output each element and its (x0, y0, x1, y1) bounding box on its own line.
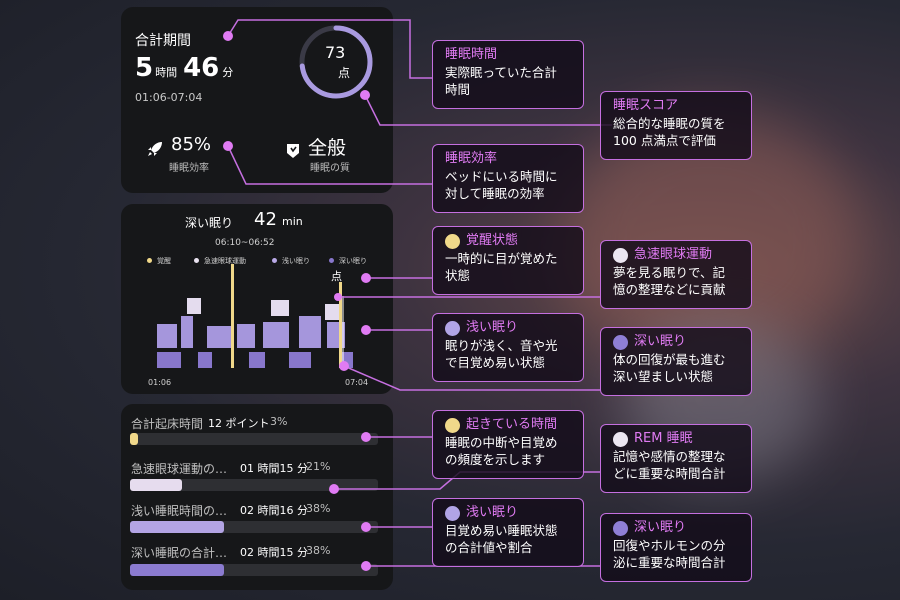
callout-light-total: 浅い眠り 目覚め易い睡眠状態 の合計値や割合 (432, 498, 584, 567)
chart-start-time: 01:06 (148, 378, 172, 387)
breakdown-label-rem: 急速眼球運動の… (131, 462, 228, 476)
callout-awake-state: 覚醒状態 一時的に目が覚めた 状態 (432, 226, 584, 295)
breakdown-bar-rem (130, 479, 378, 491)
light-segment (327, 322, 345, 348)
callout-light-sleep: 浅い眠り 眠りが浅く、音や光 で目覚め易い状態 (432, 313, 584, 382)
legend-deep: 深い眠り (329, 256, 367, 266)
breakdown-bar-awake (130, 433, 378, 445)
deep-segment (198, 352, 212, 368)
breakdown-value-light: 02 時間16 分 (240, 504, 308, 517)
legend-deep-swatch (329, 258, 334, 263)
sleep-score-value: 73 (325, 43, 346, 62)
breakdown-value-deep: 02 時間15 分 (240, 546, 308, 559)
light-segment (207, 326, 231, 348)
breakdown-percent-light: 38% (306, 502, 331, 515)
callout-rem: 急速眼球運動 夢を見る眠りで、記 憶の整理などに貢献 (600, 240, 752, 309)
breakdown-label-light: 浅い睡眠時間の… (131, 504, 228, 518)
shield-icon (287, 144, 299, 158)
callout-deep-sleep: 深い眠り 体の回復が最も進む 深い望ましい状態 (600, 327, 752, 396)
breakdown-percent-rem: 21% (306, 460, 331, 473)
breakdown-label-deep: 深い睡眠の合計… (131, 546, 228, 560)
callout-awake-time: 起きている時間 睡眠の中断や目覚め の頻度を示します (432, 410, 584, 479)
sleep-stage-card: 深い眠り 42 min 06:10~06:52 覚醒 急速眼球運動 浅い眠り 深… (121, 204, 393, 394)
breakdown-bar-deep (130, 564, 378, 576)
stage-point-label: 点 (331, 270, 342, 283)
chart-end-time: 07:04 (345, 378, 369, 387)
awake-segment (339, 282, 342, 368)
deep-segment (289, 352, 311, 368)
legend-rem-swatch (194, 258, 199, 263)
sleep-score-unit: 点 (338, 66, 351, 80)
deep-total-dot-icon (613, 520, 628, 536)
awake-dot-icon (445, 233, 460, 249)
deep-segment (157, 352, 181, 368)
legend-light-swatch (272, 258, 277, 263)
breakdown-value-rem: 01 時間15 分 (240, 462, 308, 475)
callout-sleep-efficiency: 睡眠効率 ベッドにいる時間に 対して睡眠の効率 (432, 144, 584, 213)
sleep-efficiency-label: 睡眠効率 (169, 163, 209, 174)
callout-deep-total: 深い眠り 回復やホルモンの分 泌に重要な時間合計 (600, 513, 752, 582)
rem-segment (271, 300, 289, 316)
time-range: 01:06-07:04 (135, 91, 203, 104)
sleep-stage-chart[interactable] (121, 204, 393, 394)
breakdown-bar-light (130, 521, 378, 533)
legend-rem: 急速眼球運動 (194, 256, 246, 266)
legend-light: 浅い眠り (272, 256, 310, 266)
rem-dot-icon (613, 247, 628, 263)
legend-awake-swatch (147, 258, 152, 263)
selected-stage-value: 42 (254, 209, 277, 230)
rocket-icon (148, 142, 162, 156)
light-segment (181, 316, 193, 348)
awake-time-dot-icon (445, 417, 460, 433)
deep-dot-icon (613, 334, 628, 350)
selected-stage-unit: min (282, 215, 303, 228)
breakdown-value-awake: 12 ポイント (208, 417, 270, 430)
breakdown-fill-deep (130, 564, 224, 576)
stage-segments (157, 264, 353, 370)
selected-stage-range: 06:10~06:52 (215, 238, 275, 248)
breakdown-fill-rem (130, 479, 182, 491)
light-total-dot-icon (445, 505, 460, 521)
light-dot-icon (445, 320, 460, 336)
awake-segment (231, 264, 234, 368)
deep-segment (249, 352, 265, 368)
breakdown-label-awake: 合計起床時間 (131, 417, 204, 431)
selected-stage-label: 深い眠り (185, 216, 234, 230)
callout-sleep-time: 睡眠時間 実際眠っていた合計 時間 (432, 40, 584, 109)
sleep-quality-value: 全般 (308, 137, 347, 159)
rem-total-dot-icon (613, 431, 628, 447)
light-segment (299, 316, 321, 348)
light-segment (157, 324, 177, 348)
callout-rem-total: REM 睡眠 記憶や感情の整理な どに重要な時間合計 (600, 424, 752, 493)
breakdown-percent-deep: 38% (306, 544, 331, 557)
callout-sleep-score: 睡眠スコア 総合的な睡眠の質を 100 点満点で評価 (600, 91, 752, 160)
breakdown-percent-awake: 3% (270, 415, 288, 428)
legend-awake: 覚醒 (147, 256, 171, 266)
breakdown-fill-light (130, 521, 224, 533)
rem-segment (325, 304, 341, 320)
light-segment (263, 322, 289, 348)
breakdown-fill-awake (130, 433, 138, 445)
total-period-label: 合計期間 (135, 33, 191, 49)
light-segment (237, 324, 255, 348)
sleep-quality-label: 睡眠の質 (310, 163, 350, 174)
rem-segment (187, 298, 201, 314)
stage-legend: 覚醒 急速眼球運動 浅い眠り 深い眠り (147, 256, 377, 268)
sleep-efficiency-value: 85% (171, 134, 212, 155)
sleep-score-ring[interactable] (297, 23, 375, 101)
